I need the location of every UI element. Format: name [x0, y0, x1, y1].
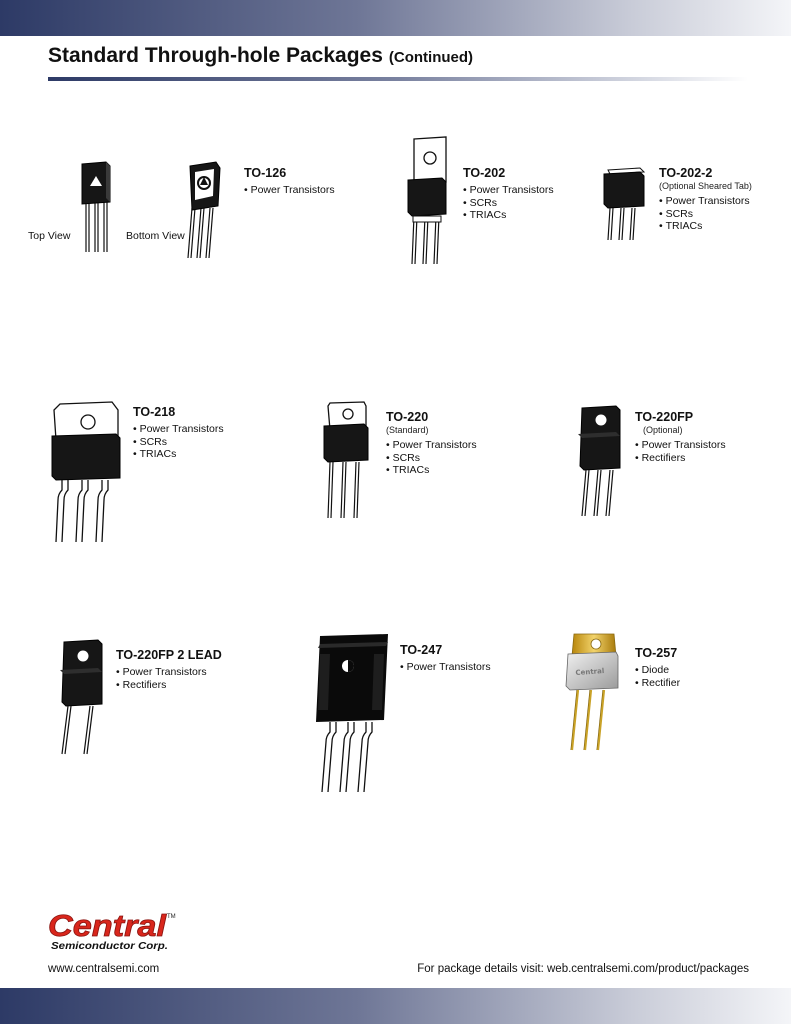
feature-item: Power Transistors [116, 666, 222, 679]
package-name: TO-220 [386, 410, 429, 424]
feature-item: Power Transistors [463, 184, 554, 197]
central-semiconductor-logo: Central TM Semiconductor Corp. [48, 908, 176, 952]
package-name: TO-220FP 2 LEAD [116, 648, 222, 662]
to202-figure [407, 136, 447, 265]
feature-item: TRIACs [133, 448, 224, 461]
feature-item: TRIACs [386, 464, 477, 477]
feature-item: Power Transistors [635, 439, 726, 452]
page-title-suffix: (Continued) [388, 49, 474, 66]
feature-item: Power Transistors [133, 423, 224, 436]
to257-figure: Central [565, 633, 619, 751]
package-name: TO-202 [463, 166, 506, 180]
top-view-label: Top View [28, 230, 71, 242]
package-note: (Optional) [643, 425, 683, 435]
package-to-220fp-2-lead: TO-220FP 2 LEAD Power Transistors Rectif… [116, 648, 222, 691]
package-to-220: TO-220 (Standard) Power Transistors SCRs… [386, 410, 477, 477]
feature-list: Diode Rectifier [635, 664, 681, 690]
feature-item: Power Transistors [659, 195, 752, 208]
feature-item: Power Transistors [244, 184, 335, 197]
header-gradient-bar [0, 0, 791, 36]
package-to-202-2: TO-202-2 (Optional Sheared Tab) Power Tr… [659, 166, 752, 233]
package-to-247: TO-247 Power Transistors [400, 643, 491, 674]
package-to-220fp: TO-220FP (Optional) Power Transistors Re… [635, 410, 726, 464]
logo-tagline: Semiconductor Corp. [51, 941, 168, 952]
to220-figure [323, 401, 369, 519]
package-name: TO-247 [400, 643, 443, 657]
to126-bottom-view-figure [187, 161, 221, 259]
logo-trademark: TM [167, 914, 176, 920]
package-to-218: TO-218 Power Transistors SCRs TRIACs [133, 405, 224, 461]
feature-item: TRIACs [463, 209, 554, 222]
logo-brand-text: Central [48, 908, 168, 943]
package-to-202: TO-202 Power Transistors SCRs TRIACs [463, 166, 554, 222]
feature-item: Rectifiers [116, 679, 222, 692]
page-title: Standard Through-hole Packages(Continued… [48, 44, 474, 67]
package-name: TO-218 [133, 405, 176, 419]
package-to-257: TO-257 Diode Rectifier [635, 646, 680, 689]
feature-item: Rectifier [635, 677, 681, 690]
feature-list: Power Transistors Rectifiers [116, 666, 222, 691]
feature-list: Power Transistors Rectifiers [635, 439, 726, 464]
package-name: TO-257 [635, 646, 678, 660]
feature-item: SCRs [463, 197, 554, 210]
feature-list: Power Transistors SCRs TRIACs [659, 195, 752, 233]
to218-figure [51, 401, 121, 543]
package-name: TO-202-2 [659, 166, 713, 180]
footer-package-details[interactable]: For package details visit: web.centralse… [417, 963, 749, 975]
footer-gradient-bar [0, 988, 791, 1024]
to257-body-marking: Central [575, 667, 604, 677]
feature-item: Rectifiers [635, 452, 726, 465]
bottom-view-label: Bottom View [126, 230, 185, 242]
feature-item: SCRs [133, 436, 224, 449]
package-name: TO-220FP [635, 410, 694, 424]
to220fp-figure [578, 405, 621, 517]
title-underline [48, 77, 748, 81]
to247-figure [316, 634, 388, 793]
feature-list: Power Transistors SCRs TRIACs [386, 439, 477, 477]
footer-website[interactable]: www.centralsemi.com [48, 963, 160, 975]
to126-top-view-figure [81, 161, 111, 252]
package-note: (Standard) [386, 425, 429, 435]
feature-item: Power Transistors [386, 439, 477, 452]
package-name: TO-126 [244, 166, 287, 180]
feature-item: Diode [635, 664, 680, 677]
package-to-126: TO-126 Power Transistors [244, 166, 335, 197]
to202-2-figure [603, 167, 646, 241]
feature-list: Power Transistors SCRs TRIACs [463, 184, 554, 222]
feature-list: Power Transistors SCRs TRIACs [133, 423, 224, 461]
feature-list: Power Transistors [244, 184, 335, 197]
feature-item: SCRs [659, 208, 752, 221]
feature-item: Power Transistors [400, 661, 491, 674]
feature-item: SCRs [386, 452, 477, 465]
to220fp-2lead-figure [60, 639, 103, 755]
feature-list: Power Transistors [400, 661, 491, 674]
feature-item: TRIACs [659, 220, 752, 233]
package-note: (Optional Sheared Tab) [659, 181, 752, 191]
